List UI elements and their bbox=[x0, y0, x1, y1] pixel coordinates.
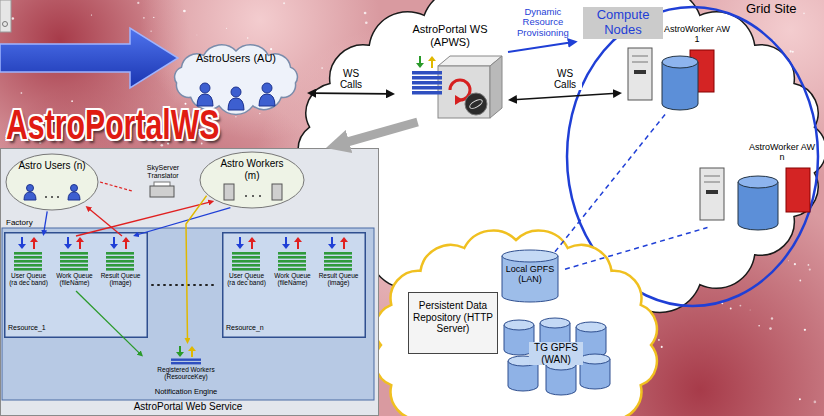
user-icons bbox=[197, 83, 275, 110]
disk-cluster bbox=[504, 318, 610, 395]
note-label: Factory bbox=[6, 218, 46, 227]
connector bbox=[555, 111, 668, 251]
title-holder: AstroPortalWS bbox=[6, 104, 302, 146]
node-label: AstroUsers (AU) bbox=[191, 52, 281, 65]
node-label: Work Queue (fileName) bbox=[54, 272, 95, 287]
queue-node: Result Queue (image) bbox=[318, 236, 362, 291]
node-label: AstroPortal WS (APWS) bbox=[395, 23, 505, 48]
queue-node: Work Queue (fileName) bbox=[272, 236, 316, 291]
server-node: AstroPortal WS (APWS) bbox=[395, 22, 508, 122]
queue-node: User Queue (ra dec band) bbox=[8, 236, 52, 291]
edge-label: WS Calls bbox=[548, 68, 582, 90]
connector bbox=[137, 208, 231, 235]
node-label: Local GPFS (LAN) bbox=[498, 264, 562, 285]
node-label: Grid Site bbox=[746, 2, 816, 17]
node-label: Result Queue (image) bbox=[100, 272, 141, 287]
label-holder: WS Calls bbox=[334, 68, 368, 92]
node-label: Compute Nodes bbox=[583, 7, 663, 39]
pointer-arrow bbox=[0, 28, 178, 88]
queue-node: Work Queue (fileName) bbox=[54, 236, 98, 291]
node-label: Work Queue (fileName) bbox=[272, 272, 313, 287]
registry-icon bbox=[171, 346, 201, 364]
connector bbox=[565, 228, 708, 270]
edge-label: Dynamic Resource Provisioning bbox=[512, 7, 574, 39]
label-holder: Notification Engine bbox=[136, 388, 236, 397]
node-label: Registered Workers (ResourceKey) bbox=[143, 366, 229, 381]
connector bbox=[76, 291, 140, 354]
node-label: User Queue (ra dec band) bbox=[8, 272, 49, 287]
translator-node: SkyServer Translator bbox=[132, 164, 197, 200]
node-label: Resource_1 bbox=[8, 324, 108, 332]
translator-icon bbox=[150, 182, 174, 197]
queue-icons bbox=[14, 237, 352, 271]
title: AstroPortalWS bbox=[6, 104, 219, 146]
node-label: AstroWorker AW n bbox=[747, 142, 817, 163]
queue-node: Result Queue (image) bbox=[100, 236, 144, 291]
storage-box: Persistent Data Repository (HTTP Server) bbox=[408, 292, 498, 354]
node-label: TG GPFS (WAN) bbox=[529, 342, 583, 365]
actor-ellipse: Astro Workers (m) bbox=[198, 150, 306, 210]
queue-node: User Queue (ra dec band) bbox=[226, 236, 270, 291]
connector bbox=[513, 93, 616, 99]
resource-box: Resource_1 User Queue (ra dec band) Work Q… bbox=[4, 232, 148, 338]
connector bbox=[186, 196, 207, 341]
server-icon bbox=[412, 56, 502, 118]
label-holder: Dynamic Resource Provisioning bbox=[512, 7, 574, 40]
node-label: Astro Workers (m) bbox=[212, 158, 292, 181]
connector bbox=[44, 211, 47, 232]
connector bbox=[100, 182, 132, 191]
label-holder: Factory bbox=[6, 218, 46, 227]
node-label: Result Queue (image) bbox=[318, 272, 359, 287]
connector bbox=[312, 92, 389, 94]
worker-icon bbox=[628, 48, 714, 110]
worker-icon bbox=[700, 168, 810, 230]
worker-node: AstroWorker AW n bbox=[695, 142, 820, 237]
disk-icon bbox=[502, 250, 558, 302]
panel: AstroPortal Web Service Astro Users (n) Sk… bbox=[0, 148, 379, 416]
actor-icons bbox=[24, 184, 282, 200]
node-label: SkyServer Translator bbox=[132, 164, 194, 180]
connector bbox=[76, 202, 211, 236]
label-holder: WS Calls bbox=[548, 68, 582, 92]
connector bbox=[340, 122, 418, 144]
node-label: Persistent Data Repository (HTTP Server) bbox=[410, 300, 496, 335]
node-label: AstroPortal Web Service bbox=[0, 401, 376, 413]
connector bbox=[508, 42, 572, 52]
storage-node: Local GPFS (LAN) bbox=[498, 246, 565, 304]
node-label: AstroWorker AW 1 bbox=[662, 24, 732, 45]
node-label: Resource_n bbox=[226, 324, 326, 332]
edge-label: WS Calls bbox=[334, 68, 368, 90]
window-widget bbox=[0, 0, 11, 32]
actor-ellipse: Astro Users (n) bbox=[4, 152, 100, 212]
registry-node: Registered Workers (ResourceKey) bbox=[143, 344, 232, 386]
storage-node: TG GPFS (WAN) bbox=[500, 316, 612, 396]
resource-box: Resource_n User Queue (ra dec band) Work Q… bbox=[222, 232, 366, 338]
node-label: User Queue (ra dec band) bbox=[226, 272, 267, 287]
node-label: Astro Users (n) bbox=[17, 160, 87, 172]
connector bbox=[88, 208, 122, 236]
note-label: Notification Engine bbox=[136, 388, 236, 397]
